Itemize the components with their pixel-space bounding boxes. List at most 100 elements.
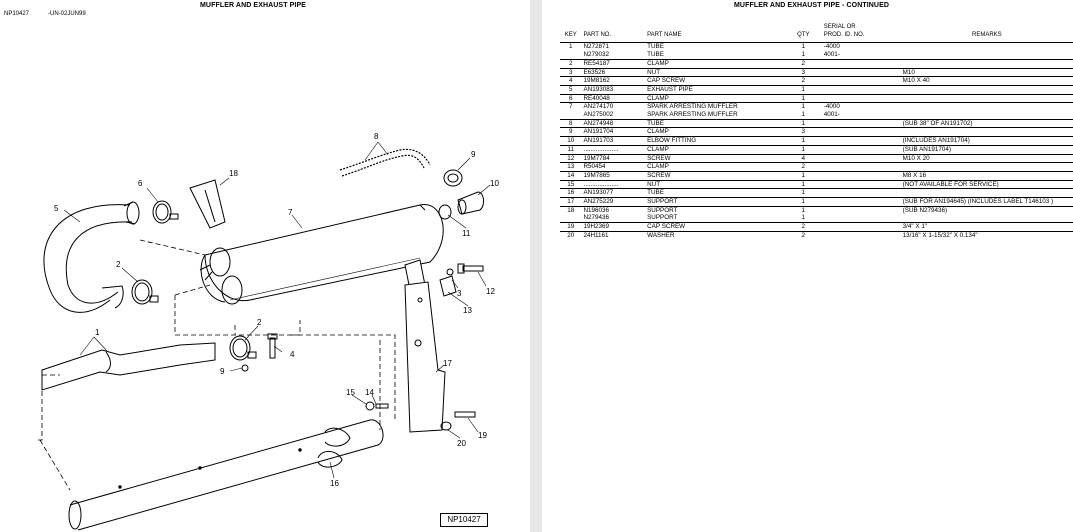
cell-part-no: 19M7784 <box>581 153 646 163</box>
cell-key: 5 <box>560 84 582 95</box>
cell-qty: 3 <box>784 127 822 137</box>
cell-qty: 1 <box>784 42 822 52</box>
cell-qty: 1 <box>784 84 822 95</box>
cell-remarks <box>900 42 1073 52</box>
cell-serial: -4000 <box>821 102 901 112</box>
cell-part-name: SCREW <box>645 170 785 181</box>
callout-6: 6 <box>138 179 143 188</box>
cell-part-name: CAP SCREW <box>645 222 785 232</box>
cell-remarks <box>900 58 1073 69</box>
callout-9: 9 <box>471 150 476 159</box>
cell-part-name: TUBE <box>645 118 785 128</box>
cell-remarks <box>901 51 1073 59</box>
callout-15: 15 <box>346 388 355 397</box>
callout-5: 5 <box>54 204 59 213</box>
page-reference: NP10427 <box>4 11 30 17</box>
cell-serial <box>821 162 901 172</box>
cell-qty: 1 <box>784 205 822 215</box>
callout-18: 18 <box>229 169 238 178</box>
callout-10: 10 <box>490 179 499 188</box>
callout-20: 20 <box>457 439 466 448</box>
continued-title: MUFFLER AND EXHAUST PIPE - CONTINUED <box>734 2 890 9</box>
cell-key <box>560 214 581 222</box>
cell-part-name: WASHER <box>645 230 785 240</box>
cell-part-no: N279032 <box>583 51 610 59</box>
cell-key: 7 <box>560 102 582 112</box>
cell-remarks: (NOT AVAILABLE FOR SERVICE) <box>900 179 1073 189</box>
cell-part-no: RE54187 <box>581 58 646 69</box>
cell-remarks <box>900 102 1073 112</box>
callout-3: 3 <box>457 289 462 298</box>
cell-key: 8 <box>560 118 582 128</box>
cell-qty: 1 <box>784 144 822 155</box>
cell-remarks: (INCLUDES AN191704) <box>900 136 1073 146</box>
cell-part-no: AN275229 <box>581 197 646 207</box>
cell-key: 11 <box>560 144 582 155</box>
cell-part-name: SPARK ARRESTING MUFFLER <box>647 111 738 119</box>
cell-part-name: CLAMP <box>645 127 785 137</box>
page-gutter <box>530 0 542 532</box>
cell-key: 6 <box>560 93 582 103</box>
cell-qty: 2 <box>784 162 822 172</box>
cell-key: 17 <box>560 197 582 207</box>
flex-tube-illustration <box>339 148 431 177</box>
figure-stamp: NP10427 <box>440 513 488 527</box>
cell-part-name: NUT <box>645 179 785 189</box>
cell-part-no: AN275002 <box>583 111 614 119</box>
cell-serial: 4001- <box>823 51 840 59</box>
cell-key: 4 <box>560 76 582 86</box>
callout-1: 1 <box>95 328 100 337</box>
cell-part-name: SUPPORT <box>645 197 785 207</box>
cell-remarks <box>901 214 1073 222</box>
callout-2: 2 <box>116 260 121 269</box>
header-serial-line1: SERIAL OR <box>823 24 856 30</box>
cell-part-name: CLAMP <box>645 144 785 155</box>
cell-key: 19 <box>560 222 582 232</box>
callout-13: 13 <box>463 306 472 315</box>
header-serial-line2: PROD. ID. NO. <box>823 31 865 38</box>
cell-key: 13 <box>560 162 582 172</box>
cell-qty: 1 <box>784 179 822 189</box>
cell-qty: 2 <box>784 58 822 69</box>
cell-key: 2 <box>560 58 582 69</box>
date-code: -UN-02JUN99 <box>48 11 86 17</box>
cell-part-no: AN193083 <box>581 84 646 95</box>
cell-serial: -4000 <box>821 42 901 52</box>
cell-qty: 2 <box>784 76 822 86</box>
header-part-name: PART NAME <box>647 31 682 38</box>
cell-remarks: (SUB 38" OF AN191702) <box>900 118 1073 128</box>
cell-serial <box>821 118 901 128</box>
cell-serial <box>821 197 901 207</box>
cell-serial <box>821 230 901 240</box>
cell-serial <box>821 153 901 163</box>
cell-qty: 2 <box>784 222 822 232</box>
cell-remarks <box>900 93 1073 103</box>
cell-remarks <box>900 162 1073 172</box>
cell-part-no: 19H2369 <box>581 222 646 232</box>
callout-8: 8 <box>374 132 379 141</box>
cell-serial <box>821 144 901 155</box>
cell-serial <box>821 84 901 95</box>
cell-qty: 1 <box>801 214 806 222</box>
cell-key: 3 <box>560 67 582 77</box>
cell-key <box>560 51 581 59</box>
cell-remarks <box>900 127 1073 137</box>
cell-qty: 1 <box>784 188 822 198</box>
cell-key: 12 <box>560 153 582 163</box>
cell-part-name: CLAMP <box>645 58 785 69</box>
